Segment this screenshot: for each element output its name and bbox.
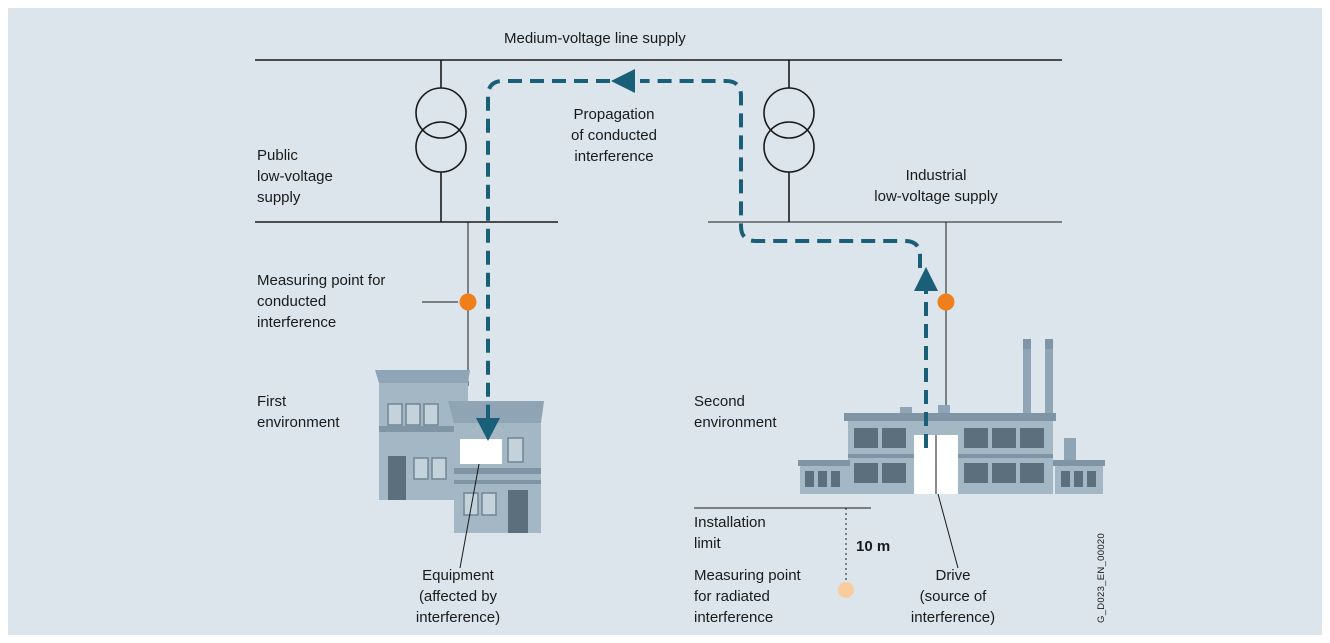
arrow-left-icon xyxy=(611,69,635,93)
equipment-label: Equipment (affected by interference) xyxy=(415,567,501,626)
transformer-industrial-icon xyxy=(763,60,815,222)
propagation-label: Propagation of conducted interference xyxy=(571,106,657,165)
industrial-lv-label: Industrial low-voltage supply xyxy=(874,167,998,205)
mv-supply-label: Medium-voltage line supply xyxy=(504,30,686,47)
propagation-path-left xyxy=(486,79,610,424)
figure-id-label: G_D023_EN_00020 xyxy=(1096,532,1107,623)
equipment-leader xyxy=(459,463,480,569)
measuring-radiated-label: Measuring point for radiated interferenc… xyxy=(694,567,801,626)
drive-label: Drive (source of interference) xyxy=(910,567,996,626)
measuring-point-public xyxy=(459,293,477,311)
diagram-panel: Medium-voltage line supply Public low-vo… xyxy=(8,8,1322,635)
measuring-point-industrial xyxy=(937,293,955,311)
distance-label: 10 m xyxy=(856,538,891,555)
arrow-up-icon xyxy=(914,267,938,291)
measuring-point-radiated xyxy=(838,582,854,598)
houses-first-environment xyxy=(375,370,544,533)
drive-leader xyxy=(937,493,959,569)
equipment-box xyxy=(460,439,502,464)
public-lv-label: Public low-voltage supply xyxy=(257,147,333,206)
propagation-path-upper xyxy=(640,79,922,268)
transformer-public-icon xyxy=(415,60,467,222)
emc-diagram xyxy=(255,59,1105,598)
arrow-down-icon xyxy=(476,418,500,441)
measuring-conducted-label: Measuring point for conducted interferen… xyxy=(257,272,386,331)
installation-limit-label: Installation limit xyxy=(694,514,766,552)
first-env-label: First environment xyxy=(257,393,340,431)
second-env-label: Second environment xyxy=(694,393,777,431)
